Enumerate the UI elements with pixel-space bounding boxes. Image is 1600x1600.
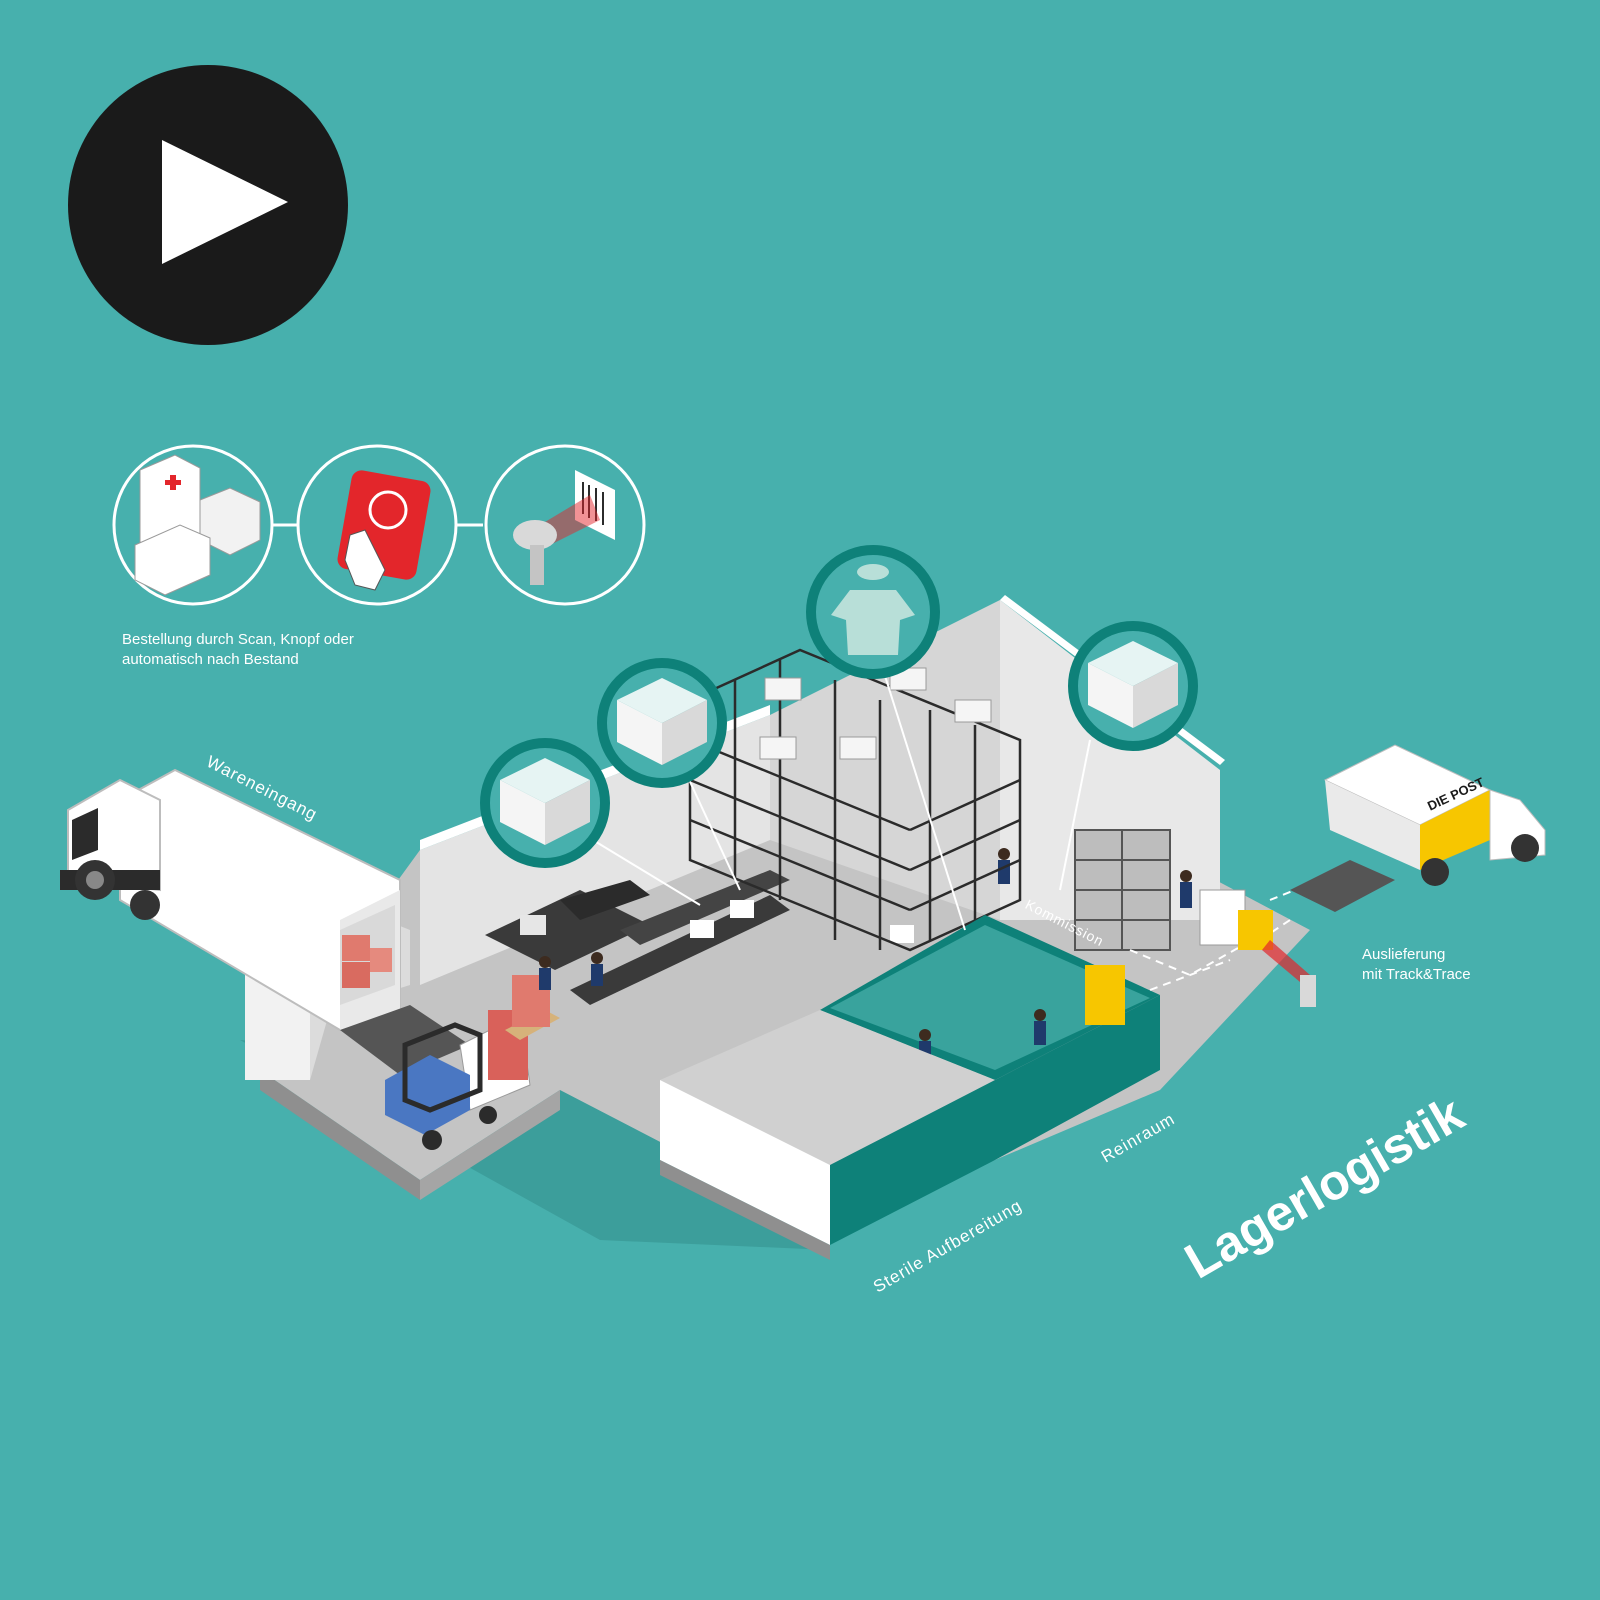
detail-bubble-gown [806,545,966,931]
barcode-scanner-icon [484,444,646,606]
delivery-caption-line1: Auslieferung [1362,946,1446,963]
hospital-icon [112,444,274,606]
play-button[interactable] [68,65,348,345]
delivery-caption-line2: mit Track&Trace [1362,966,1471,983]
play-icon [68,65,348,345]
forklift [385,1010,531,1150]
outbound-bins [1199,889,1316,1007]
order-caption-line1: Bestellung durch Scan, Knopf oder [122,631,354,648]
conveyor-belts [485,870,914,1005]
detail-bubble-box-3 [1059,621,1198,891]
order-caption-line2: automatisch nach Bestand [122,651,299,668]
rack-shuttles [759,667,992,760]
order-caption: Bestellung durch Scan, Knopf oder automa… [122,630,402,670]
detail-bubble-box-1 [480,738,701,906]
picking-shelves [1074,829,1171,951]
high-bay-rack [688,648,1022,952]
post-van [1290,744,1546,912]
delivery-truck [60,768,470,1075]
sterile-block [660,1010,995,1260]
detail-bubble-box-2 [597,658,741,891]
order-button-icon [296,444,458,606]
delivery-caption: Auslieferung mit Track&Trace [1362,945,1471,985]
